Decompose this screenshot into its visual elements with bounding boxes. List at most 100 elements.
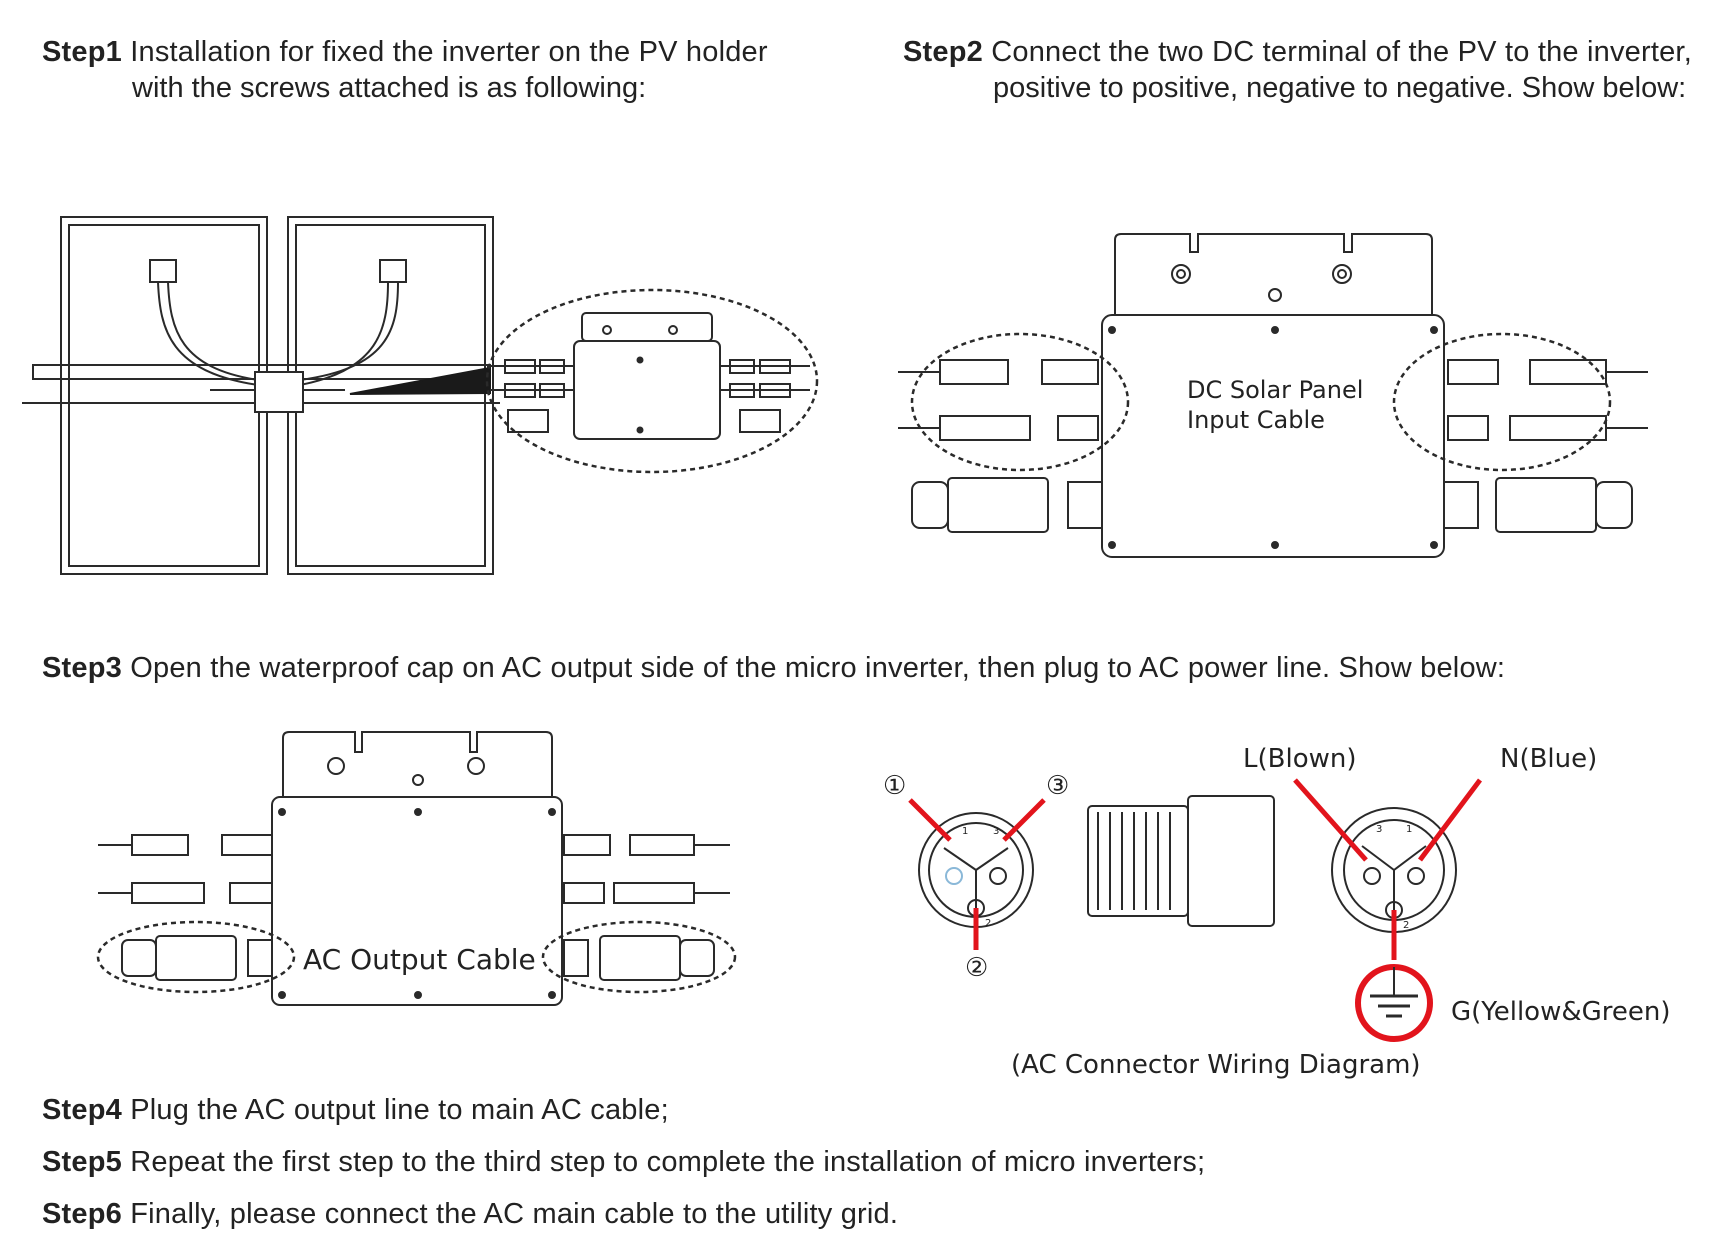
ac-screw-4 xyxy=(278,991,286,999)
inverter-body xyxy=(1101,314,1445,558)
ground-wire-label: G(Yellow&Green) xyxy=(1451,997,1671,1027)
face2-pin-3 xyxy=(1363,867,1381,885)
face2-num-1: 1 xyxy=(1406,824,1412,835)
zoom-mc4-2 xyxy=(539,359,565,374)
connector-grip-section xyxy=(1187,795,1275,927)
body-screw-1 xyxy=(1108,326,1116,334)
body-screw-3 xyxy=(1430,326,1438,334)
junction-box-left xyxy=(149,259,177,283)
zoom-mc4-7 xyxy=(729,383,755,398)
zoom-inverter-body xyxy=(573,340,721,440)
face2-pin-1 xyxy=(1407,867,1425,885)
zoom-mc4-4 xyxy=(539,383,565,398)
face2-divider-b xyxy=(1393,845,1427,871)
ac-screw-2 xyxy=(414,808,422,816)
dc-callout-left xyxy=(910,332,1130,472)
zoom-mc4-6 xyxy=(759,359,791,374)
mc4-female-left xyxy=(1041,359,1099,385)
ac-plug-left-thread xyxy=(247,939,273,977)
dc-input-figure: DC Solar Panel Input Cable xyxy=(898,233,1648,558)
pin3-callout: ③ xyxy=(1046,771,1069,801)
body-screw-5 xyxy=(1271,541,1279,549)
ac-output-label: AC Output Cable xyxy=(303,943,536,976)
pin1-callout: ① xyxy=(883,771,906,801)
body-screw-2 xyxy=(1271,326,1279,334)
face2-leader-neutral xyxy=(1418,778,1482,862)
pv-panel-left-inner xyxy=(68,224,260,567)
face1-red-leaders xyxy=(908,798,1046,950)
bracket-bolt-left-core xyxy=(1176,269,1186,279)
body-screw-6 xyxy=(1430,541,1438,549)
zoom-mc4-8 xyxy=(759,383,791,398)
zoom-screw-1 xyxy=(636,356,644,364)
face1-leader-pin1 xyxy=(908,798,952,842)
bracket-bolt-right xyxy=(1332,264,1352,284)
ac-callout-right xyxy=(541,920,737,994)
ac-screw-3 xyxy=(548,808,556,816)
face1-num-3: 3 xyxy=(993,826,999,837)
step4-tag: Step4 xyxy=(42,1094,122,1126)
ac-gland-right-cap xyxy=(1595,481,1633,529)
mc4-female-right xyxy=(1447,359,1499,385)
zoom-ac-plug-left xyxy=(507,409,549,433)
ac-gland-left-cap xyxy=(911,481,949,529)
ac-plug-left-cap xyxy=(121,939,157,977)
ac-fig-mc4-7 xyxy=(563,882,605,904)
ac-fig-mc4-2 xyxy=(221,834,273,856)
face1-pin-3 xyxy=(989,867,1007,885)
ac-plug-right-cap xyxy=(679,939,715,977)
face2-divider-a xyxy=(1361,845,1395,871)
ac-screw-1 xyxy=(278,808,286,816)
body-screw-4 xyxy=(1108,541,1116,549)
ac-output-figure: AC Output Cable xyxy=(96,731,737,1006)
step4-text: Plug the AC output line to main AC cable… xyxy=(130,1094,669,1126)
step5-heading: Step5 Repeat the first step to the third… xyxy=(42,1144,1205,1180)
dc-label-line1: DC Solar Panel xyxy=(1187,376,1363,404)
zoom-mc4-1 xyxy=(504,359,536,374)
zoom-inverter-bracket xyxy=(581,312,713,342)
step6-tag: Step6 xyxy=(42,1198,122,1230)
ac-plug-right-body xyxy=(599,935,681,981)
dc-label-line2: Input Cable xyxy=(1187,406,1325,434)
face2-num-3: 3 xyxy=(1376,824,1382,835)
ac-fig-mc4-5 xyxy=(563,834,611,856)
mc4-male-right xyxy=(1529,359,1607,385)
step3-text: Open the waterproof cap on AC output sid… xyxy=(130,652,1506,684)
ac-bracket-bolt-left xyxy=(327,757,345,775)
ac-gland-right-body xyxy=(1495,477,1597,533)
step3-heading: Step3 Open the waterproof cap on AC outp… xyxy=(42,650,1505,686)
ac-fig-mc4-4 xyxy=(229,882,273,904)
face2-num-2: 2 xyxy=(1403,920,1409,931)
dc-callout-right xyxy=(1392,332,1612,472)
ac-gland-left-thread xyxy=(1067,481,1103,529)
bracket-bolt-left xyxy=(1171,264,1191,284)
ac-callout-left xyxy=(96,920,296,994)
wiring-diagram-caption: (AC Connector Wiring Diagram) xyxy=(1011,1050,1421,1080)
mc4-female-right-2 xyxy=(1447,415,1489,441)
face1-num-1: 1 xyxy=(962,826,968,837)
pin2-callout: ② xyxy=(965,953,988,983)
face1-divider-b xyxy=(975,847,1009,871)
step2-line1: Connect the two DC terminal of the PV to… xyxy=(991,36,1692,68)
zoom-screw-2 xyxy=(636,426,644,434)
zoom-bolt-2 xyxy=(668,325,678,335)
small-inverter xyxy=(254,371,304,413)
live-wire-label: L(Blown) xyxy=(1243,744,1357,774)
ac-fig-mc4-1 xyxy=(131,834,189,856)
pv-panel-right-inner xyxy=(295,224,486,567)
step6-text: Finally, please connect the AC main cabl… xyxy=(130,1198,899,1230)
ac-plug-right-thread xyxy=(563,939,589,977)
mc4-male-right-2 xyxy=(1509,415,1607,441)
ac-bracket-bolt-right xyxy=(467,757,485,775)
ac-wiring-figure: 1 3 2 3 1 2 ① ③ ② xyxy=(883,771,1482,1042)
step4-heading: Step4 Plug the AC output line to main AC… xyxy=(42,1092,669,1128)
cable-left-b xyxy=(167,281,259,381)
step1-tag: Step1 xyxy=(42,36,122,68)
bracket-bolt-right-core xyxy=(1337,269,1347,279)
pv-panel-right xyxy=(287,216,494,575)
junction-box-right xyxy=(379,259,407,283)
step2-line2: positive to positive, negative to negati… xyxy=(993,72,1687,104)
step1-line1: Installation for fixed the inverter on t… xyxy=(130,36,768,68)
zoom-callout-wedge xyxy=(349,366,491,395)
